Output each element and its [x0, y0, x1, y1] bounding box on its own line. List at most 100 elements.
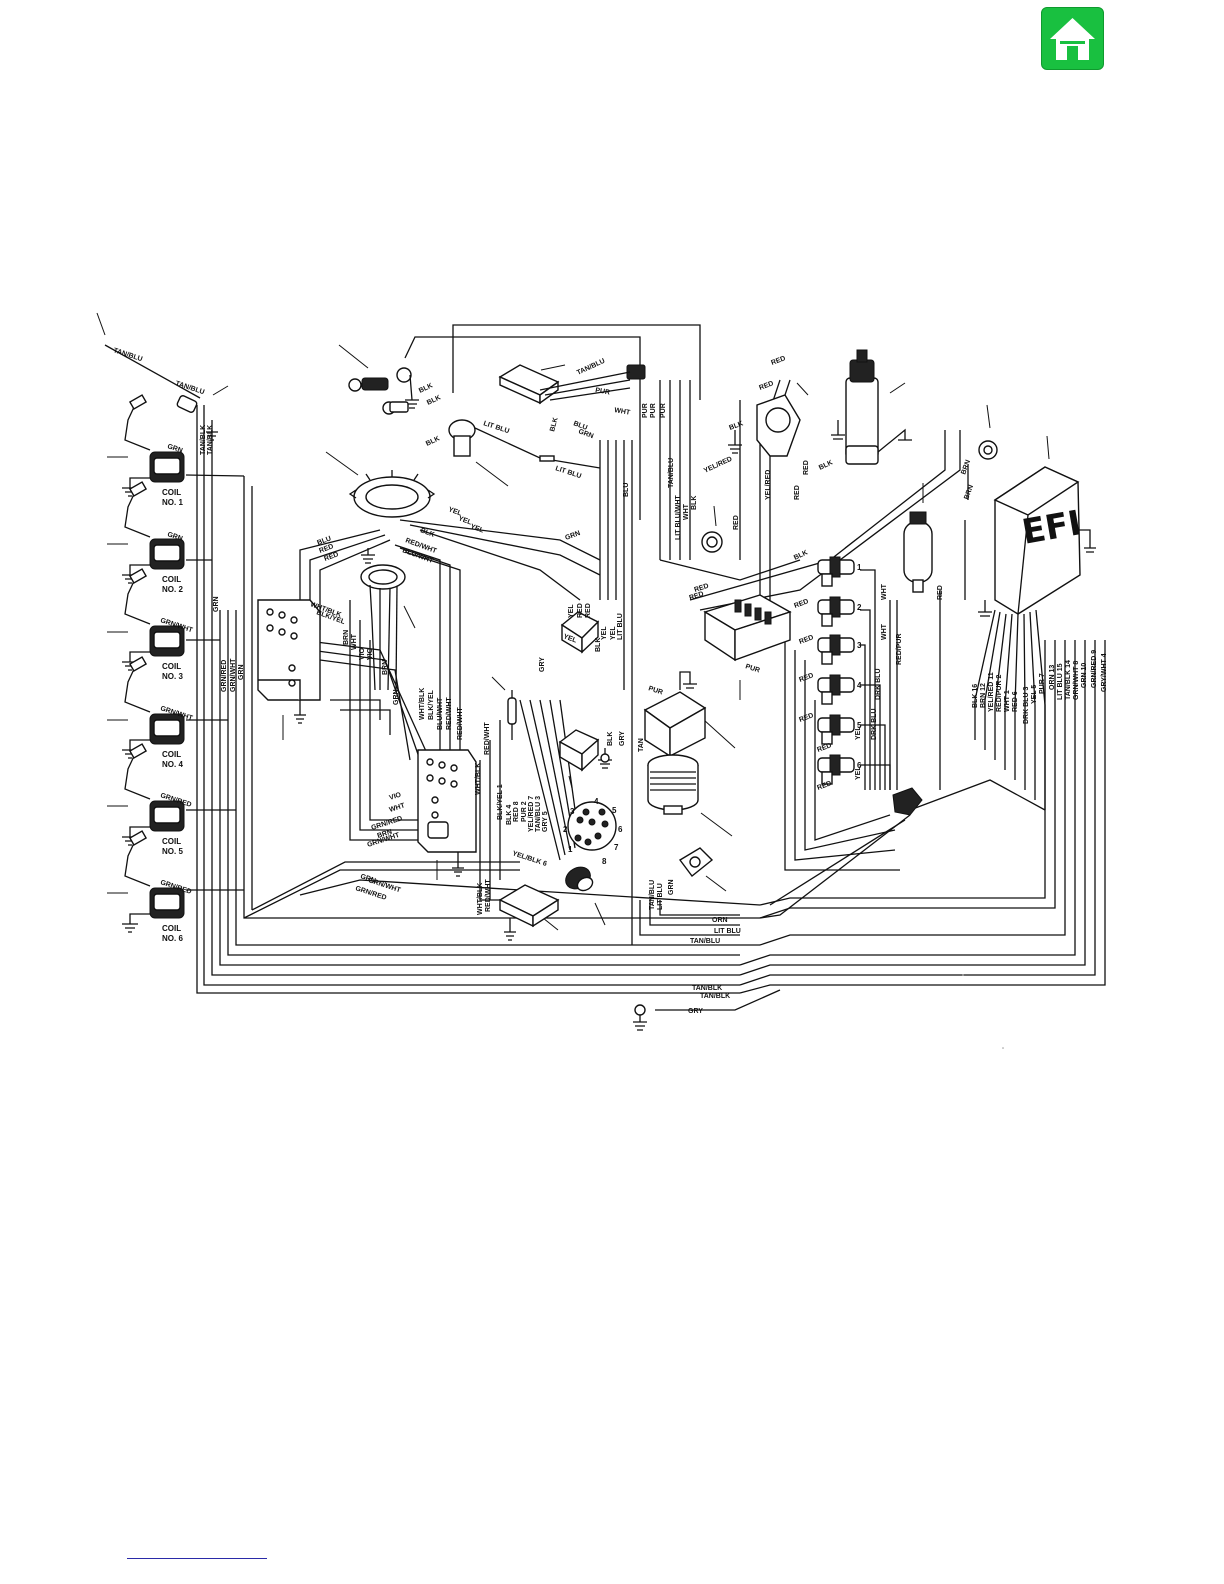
home-button[interactable] [1041, 7, 1104, 70]
label-pur-top: PUR [595, 387, 611, 396]
label-pur-fuse: PUR [744, 663, 760, 674]
label-red-wht-d: RED/WHT [484, 722, 491, 755]
plug-pin-7: 7 [614, 843, 619, 852]
label-yel-red-1: YEL/RED [703, 456, 733, 475]
label-red-inj4: RED [798, 712, 814, 724]
ecu-pin-tan-blk-14: TAN/BLK 14 [1065, 660, 1072, 700]
stator [348, 470, 436, 518]
label-brn-sb-2: BRN [382, 660, 389, 675]
tach-connector [176, 395, 198, 413]
label-blu-wht-c: BLU/WHT [437, 697, 444, 730]
wire-labels: TAN/BLU TAN/BLU TAN/BLK TAN/BLK GRN GRN … [112, 347, 975, 1015]
starter-motor [831, 349, 912, 465]
injector-2-number: 2 [857, 603, 862, 612]
plug-pin-1: 1 [568, 845, 573, 854]
injector-6: 6 [817, 754, 862, 785]
plug-pin-8: 8 [602, 857, 607, 866]
label-blk-top-1: BLK [418, 382, 434, 394]
label-tan-blu-3: TAN/BLU 3 [535, 796, 542, 832]
label-lit-blu-s2: LIT BLU [714, 928, 741, 935]
starter-solenoid [728, 394, 801, 457]
efi-module: EFI [993, 466, 1096, 615]
label-pur-v3: PUR [660, 403, 667, 418]
injector-4: 4 [817, 674, 862, 705]
coil-4-label-line1: COIL [162, 750, 181, 759]
ecu-pin-lit-blu-15: LIT BLU 15 [1057, 663, 1064, 700]
harness-junction [892, 787, 923, 816]
label-wht-blk-c: WHT/BLK [419, 688, 426, 720]
label-vio-sb: VIO [359, 647, 366, 660]
fuel-pump [903, 511, 933, 593]
label-blk-top-2: BLK [426, 394, 442, 406]
injector-bank: 1 2 3 4 [817, 556, 862, 785]
label-pur-2: PUR 2 [521, 801, 528, 822]
label-gry-gnd: GRY [619, 731, 626, 746]
ecu-pin-red-6: RED 6 [1012, 691, 1019, 712]
label-tan-blk-2: TAN/BLK [207, 425, 214, 455]
label-tan-blu-s2: TAN/BLU [690, 938, 720, 945]
label-vio-c: VIO [388, 791, 402, 802]
plug-pin-2: 2 [563, 825, 568, 834]
label-blk-yel-c: BLK/YEL [428, 689, 435, 720]
plug-pin-5: 5 [612, 806, 617, 815]
label-yel-stator-3: YEL [469, 523, 485, 534]
label-red-inj2: RED [798, 634, 814, 646]
label-red-inj6: RED [816, 780, 832, 792]
label-pur-reg: PUR [647, 685, 663, 696]
plug-pin-6: 6 [618, 825, 623, 834]
label-tan-blk-bottom-2: TAN/BLK [700, 993, 730, 1000]
ecu-pin-grn-wht-8: GRN/WHT 8 [1073, 661, 1080, 700]
ecu-pin-brn-12: BRN 12 [980, 683, 987, 708]
injector-1: 1 [817, 556, 862, 587]
injector-4-number: 4 [857, 681, 862, 690]
label-tan-blu-2: TAN/BLU [174, 380, 205, 396]
coil-6: COIL NO. 6 [122, 830, 185, 943]
coil-5-label-line1: COIL [162, 837, 181, 846]
label-blk-gnd: BLK [607, 732, 614, 746]
plug-pin-3: 3 [570, 807, 575, 816]
label-blk-solenoid: BLK [728, 420, 744, 431]
label-gry-bottom: GRY [688, 1008, 703, 1015]
harness-plug: 1 2 3 4 5 6 7 8 [563, 797, 623, 892]
terminal-bolt [348, 378, 362, 392]
label-wht-blk-e: WHT/BLK [477, 883, 484, 915]
label-wht-inj-2: WHT [881, 623, 888, 640]
coil-3-label-line2: NO. 3 [162, 672, 183, 681]
coil-1-label-line2: NO. 1 [162, 498, 183, 507]
label-brn-c: BRN [376, 829, 393, 840]
label-pur-v1: PUR [642, 403, 649, 418]
label-red-inj3: RED [798, 672, 814, 684]
label-tan-blu-top: TAN/BLU [576, 358, 606, 377]
label-lit-blu-wht: LIT BLU/WHT [675, 495, 682, 540]
label-grn-bottom: GRN [359, 873, 376, 884]
label-red-pur: RED/PUR [896, 633, 903, 665]
ecu-pin-gry-wht-4: GRY/WHT 4 [1101, 653, 1108, 692]
label-yel-r: YEL [562, 633, 578, 644]
label-blk-vert: BLK [691, 496, 698, 510]
label-red-fuse-1: RED [688, 591, 704, 602]
coil-1: COIL NO. 1 [122, 394, 185, 507]
footer-rule [127, 1558, 267, 1559]
label-brn-sb: BRN [343, 630, 350, 645]
fuse-block [703, 594, 792, 662]
coil-6-label-line1: COIL [162, 924, 181, 933]
label-tan-blu-vert: TAN/BLU [668, 458, 675, 488]
label-pur-v2: PUR [650, 403, 657, 418]
label-tan-blk-1: TAN/BLK [200, 425, 207, 455]
label-grn-s: GRN [668, 879, 675, 895]
plug-pin-4: 4 [594, 797, 599, 806]
label-red-top-1: RED [770, 355, 786, 367]
label-drk-blu-2: DRK BLU [871, 709, 878, 741]
label-red-wht-e: RED/WHT [485, 879, 492, 912]
label-grn-red-vert: GRN/RED [221, 660, 228, 692]
injector-6-number: 6 [857, 761, 862, 770]
label-red-pump: RED [937, 585, 944, 600]
callout-leaders [96, 312, 1050, 931]
key-switch [361, 377, 389, 391]
label-yel-red-7: YEL/RED 7 [528, 796, 535, 832]
label-red-v1: RED [794, 485, 801, 500]
label-blu-vert: BLU [623, 483, 630, 497]
ecu-pin-wht-1: WHT 1 [1004, 690, 1011, 712]
label-red-r: RED [577, 603, 584, 618]
